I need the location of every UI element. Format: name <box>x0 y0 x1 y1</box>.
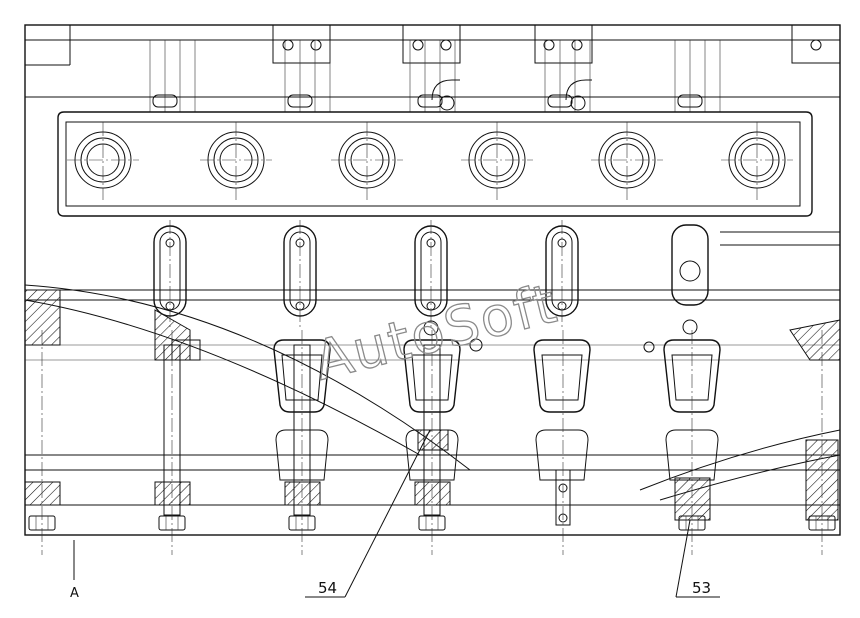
part-label-53: 53 <box>692 579 711 597</box>
cavity-lower-4 <box>665 429 719 481</box>
upper-ribs <box>149 40 721 112</box>
rib-boss-4 <box>547 94 573 108</box>
misc-holes <box>423 260 701 353</box>
outer-frame <box>24 24 841 536</box>
view-a-marker: A <box>70 540 79 601</box>
view-label-a: A <box>70 586 79 601</box>
rib-boss-5 <box>677 94 703 108</box>
cap-slot-outer-5 <box>671 224 709 306</box>
cavity-lower-1 <box>275 429 329 481</box>
cap-slots <box>153 220 709 330</box>
cavity-outer-2 <box>403 339 461 413</box>
rib-boss-2 <box>287 94 313 108</box>
lower-cavities <box>171 339 721 481</box>
callout-53: 53 <box>675 519 720 598</box>
cavity-inner-3 <box>541 354 583 401</box>
callout-54: 54 <box>305 429 431 598</box>
cavity-outer-3 <box>533 339 591 413</box>
rib-boss-1 <box>152 94 178 108</box>
cavity-outer-4 <box>663 339 721 413</box>
rib-boss-3 <box>417 94 443 108</box>
bearing-beam <box>25 79 840 217</box>
cavity-inner-2 <box>411 354 453 401</box>
cavity-inner-4 <box>671 354 713 401</box>
cavity-outer-1 <box>273 339 331 413</box>
part-label-54: 54 <box>318 579 337 597</box>
cavity-lower-3 <box>535 429 589 481</box>
lower-centerlines <box>41 330 823 555</box>
main-bearing-bores <box>67 122 793 200</box>
top-mounting-tabs <box>272 24 841 64</box>
